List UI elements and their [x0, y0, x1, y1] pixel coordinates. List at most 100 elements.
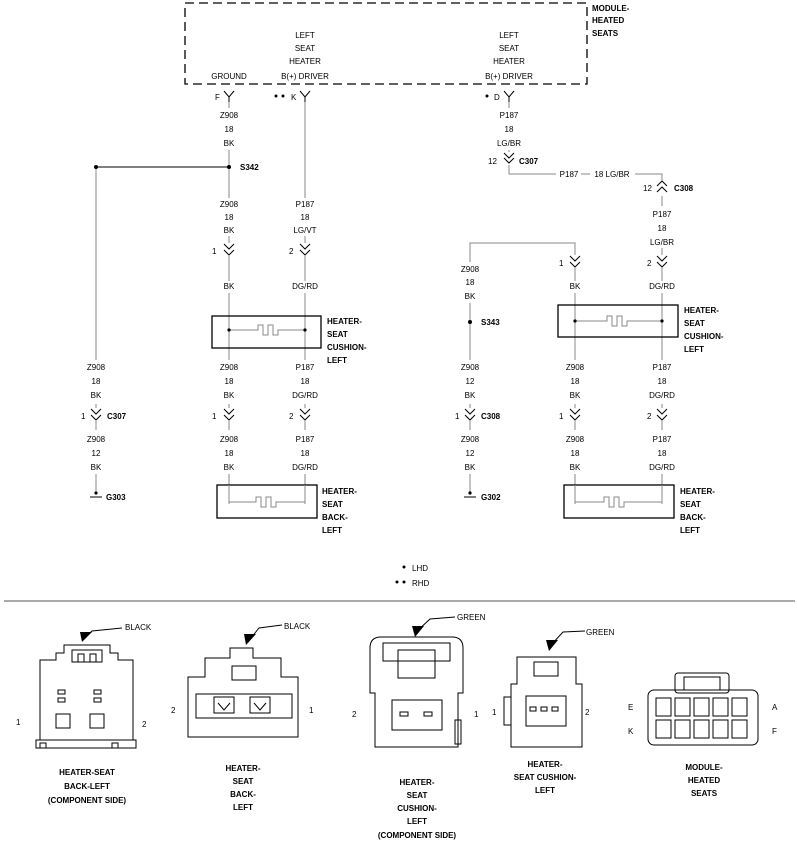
- svg-text:HEATER-SEAT: HEATER-SEAT: [59, 768, 115, 777]
- wire-label-p187-c308: P187 18 LG/BR: [650, 210, 674, 247]
- svg-text:LEFT: LEFT: [327, 356, 347, 365]
- svg-text:BK: BK: [465, 463, 476, 472]
- svg-text:B(+) DRIVER: B(+) DRIVER: [485, 72, 533, 81]
- wire-label-18-lgbr-horizontal: 18 LG/BR: [594, 170, 629, 179]
- svg-text:18: 18: [466, 278, 475, 287]
- svg-text:BK: BK: [91, 463, 102, 472]
- wire-label-p187-back-b: P187 18 DG/RD: [649, 435, 675, 472]
- svg-text:12: 12: [92, 449, 101, 458]
- svg-text:DG/RD: DG/RD: [649, 463, 675, 472]
- svg-text:F: F: [772, 727, 777, 736]
- svg-text:BACK-LEFT: BACK-LEFT: [64, 782, 110, 791]
- svg-text:BK: BK: [465, 391, 476, 400]
- svg-text:SEAT: SEAT: [295, 44, 315, 53]
- svg-text:HEATER-: HEATER-: [322, 487, 357, 496]
- svg-text:MODULE-: MODULE-: [592, 4, 630, 13]
- svg-text:LEFT: LEFT: [684, 345, 704, 354]
- svg-text:Z908: Z908: [220, 435, 239, 444]
- svg-text:SEAT: SEAT: [322, 500, 343, 509]
- svg-text:F: F: [215, 93, 220, 102]
- svg-text:Z908: Z908: [87, 363, 106, 372]
- svg-text:18: 18: [505, 125, 514, 134]
- connector-view-back-left-component: BLACK 1 2 HEATER-SEAT BACK-LEFT (COMPONE…: [16, 623, 152, 805]
- svg-text:12: 12: [466, 377, 475, 386]
- short-label-bk-a: BK: [224, 282, 235, 291]
- short-label-dgrd-b: DG/RD: [649, 282, 675, 291]
- svg-text:18: 18: [301, 449, 310, 458]
- pin-left-driver-label-d: LEFT SEAT HEATER B(+) DRIVER: [485, 31, 533, 81]
- wire-label-z908-g303: Z908 12 BK: [87, 435, 106, 472]
- svg-text:BLACK: BLACK: [125, 623, 152, 632]
- module-name-label: MODULE- HEATED SEATS: [592, 4, 630, 38]
- svg-text:1: 1: [492, 708, 497, 717]
- svg-text:2: 2: [289, 247, 294, 256]
- svg-text:HEATER-: HEATER-: [528, 760, 563, 769]
- svg-text:12: 12: [488, 157, 497, 166]
- svg-text:G302: G302: [481, 493, 501, 502]
- wire-label-p187-cushion-a: P187 18 DG/RD: [292, 363, 318, 400]
- svg-text:LEFT: LEFT: [233, 803, 253, 812]
- wire-label-z908-s342: Z908 18 BK: [220, 200, 239, 235]
- connector-cushion-b-2: 2: [647, 255, 668, 268]
- connectors: 12 C307 12 C308 1 2 1 2 1 C307: [81, 152, 694, 421]
- heater-cushion-left-b: HEATER- SEAT CUSHION- LEFT: [557, 304, 724, 354]
- ground-g302: G302: [464, 491, 501, 502]
- connector-c308-12: 12 C308: [643, 180, 694, 193]
- svg-text:MODULE-: MODULE-: [685, 763, 723, 772]
- wire-label-z908-f: Z908 18 BK: [220, 111, 239, 148]
- svg-text:1: 1: [455, 412, 460, 421]
- svg-text:18: 18: [658, 449, 667, 458]
- wire-label-z908-g302: Z908 12 BK: [461, 435, 480, 472]
- svg-text:SEAT: SEAT: [327, 330, 348, 339]
- svg-text:P187: P187: [296, 435, 315, 444]
- svg-text:HEATER-: HEATER-: [680, 487, 715, 496]
- svg-text:Z908: Z908: [220, 200, 239, 209]
- connector-back-b-1: 1: [559, 408, 581, 421]
- svg-text:DG/RD: DG/RD: [292, 463, 318, 472]
- svg-text:1: 1: [474, 710, 479, 719]
- svg-text:LEFT: LEFT: [680, 526, 700, 535]
- svg-text:18: 18: [301, 377, 310, 386]
- svg-text:1: 1: [559, 412, 564, 421]
- short-label-dgrd-a: DG/RD: [292, 282, 318, 291]
- svg-text:GREEN: GREEN: [586, 628, 615, 637]
- svg-text:Z908: Z908: [220, 111, 239, 120]
- svg-text:18: 18: [225, 449, 234, 458]
- wire-label-p187-horizontal: P187: [560, 170, 579, 179]
- svg-text:HEATER-: HEATER-: [400, 778, 435, 787]
- legend: LHD RHD: [395, 564, 430, 588]
- svg-text:DG/RD: DG/RD: [292, 391, 318, 400]
- svg-text:K: K: [291, 93, 297, 102]
- svg-text:(COMPONENT SIDE): (COMPONENT SIDE): [378, 831, 457, 840]
- svg-text:2: 2: [142, 720, 147, 729]
- svg-text:2: 2: [585, 708, 590, 717]
- wire-label-z908-back-a: Z908 18 BK: [220, 435, 239, 472]
- svg-text:(COMPONENT SIDE): (COMPONENT SIDE): [48, 796, 127, 805]
- svg-text:BK: BK: [224, 463, 235, 472]
- svg-text:HEATER-: HEATER-: [684, 306, 719, 315]
- svg-text:LEFT: LEFT: [322, 526, 342, 535]
- svg-text:LEFT: LEFT: [407, 817, 427, 826]
- heater-back-left-a: HEATER- SEAT BACK- LEFT: [216, 484, 357, 535]
- svg-text:P187: P187: [653, 210, 672, 219]
- wire-label-z908-far-left: Z908 18 BK: [87, 363, 106, 400]
- legend-rhd: RHD: [412, 579, 430, 588]
- wire-label-z908-s343: Z908 18 BK: [461, 265, 480, 301]
- wire-label-p187-cushion-b: P187 18 DG/RD: [649, 363, 675, 400]
- wire-label-p187-back-a: P187 18 DG/RD: [292, 435, 318, 472]
- svg-text:SEAT CUSHION-: SEAT CUSHION-: [514, 773, 577, 782]
- wire-label-p187-d: P187 18 LG/BR: [497, 111, 521, 148]
- short-label-bk-b: BK: [570, 282, 581, 291]
- svg-text:LEFT: LEFT: [535, 786, 555, 795]
- splice-s343: S343: [468, 318, 500, 327]
- svg-text:DG/RD: DG/RD: [649, 391, 675, 400]
- module-terminal-d: D: [485, 90, 515, 102]
- svg-text:BK: BK: [91, 391, 102, 400]
- connector-back-a-1: 1: [212, 408, 235, 421]
- ground-g303: G303: [90, 491, 126, 502]
- svg-text:LEFT: LEFT: [295, 31, 315, 40]
- svg-text:2: 2: [171, 706, 176, 715]
- svg-text:SEAT: SEAT: [233, 777, 254, 786]
- svg-text:GREEN: GREEN: [457, 613, 486, 622]
- svg-text:18: 18: [225, 213, 234, 222]
